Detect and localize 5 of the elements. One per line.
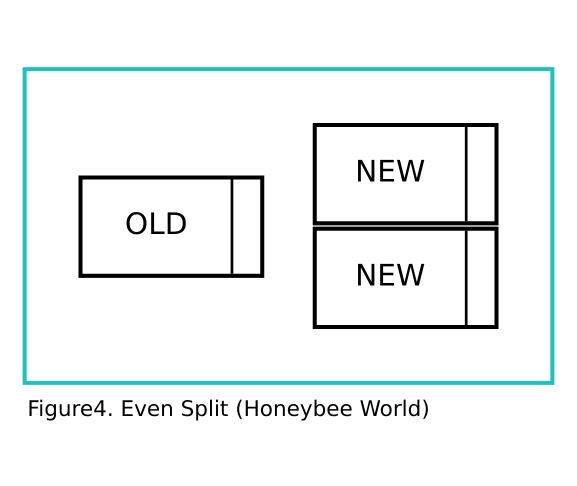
- cluster: [22, 66, 554, 384]
- node-box: OLD: [78, 175, 264, 278]
- node-box: NEW: [312, 122, 499, 225]
- node-box: NEW: [312, 226, 499, 328]
- caption: Figure4. Even Split (Honeybee World): [27, 396, 430, 422]
